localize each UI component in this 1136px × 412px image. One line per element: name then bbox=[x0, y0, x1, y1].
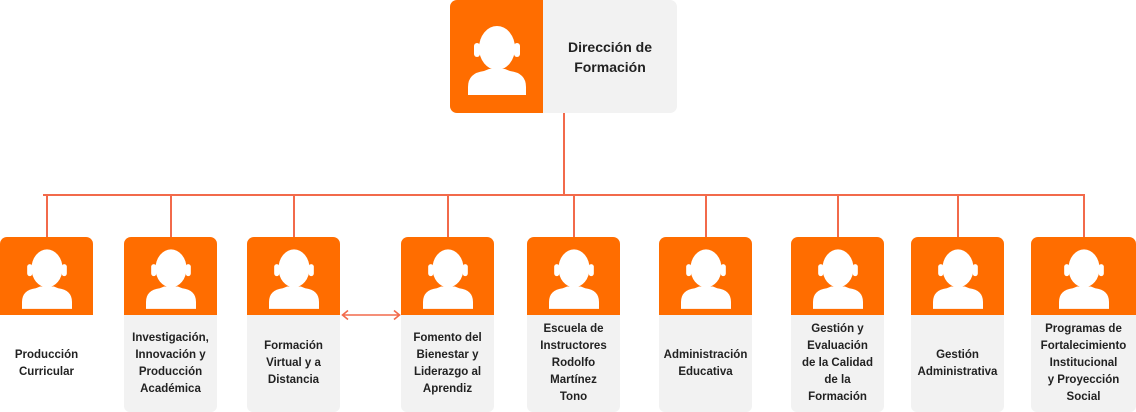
node-label: Fomento del Bienestar y Liderazgo al Apr… bbox=[413, 331, 482, 395]
node-label: Gestión y Evaluación de la Calidad de la… bbox=[802, 323, 873, 403]
person-icon bbox=[680, 249, 731, 309]
person-icon bbox=[468, 26, 526, 95]
person-icon bbox=[21, 249, 72, 309]
drop-connector bbox=[446, 194, 449, 237]
node-label: Gestión Administrativa bbox=[917, 348, 998, 378]
root-connector bbox=[563, 113, 565, 195]
node-label: Programas de Fortalecimiento Institucion… bbox=[1040, 323, 1127, 403]
drop-connector bbox=[169, 194, 172, 237]
node-label: Escuela de Instructores Rodolfo Martínez… bbox=[540, 323, 607, 403]
drop-connector bbox=[956, 194, 959, 237]
node-label: Producción Curricular bbox=[14, 348, 79, 378]
person-icon bbox=[422, 249, 473, 309]
node-label-box bbox=[659, 315, 752, 412]
node-label-box bbox=[247, 315, 340, 412]
drop-connector bbox=[572, 194, 575, 237]
root-icon-box bbox=[450, 0, 543, 113]
drop-connector bbox=[45, 194, 48, 237]
node-label-box bbox=[527, 315, 620, 412]
person-icon bbox=[268, 249, 319, 309]
person-icon bbox=[812, 249, 863, 309]
node-label: Formación Virtual y a Distancia bbox=[264, 340, 323, 386]
node-label-box bbox=[124, 315, 217, 412]
drop-connector bbox=[292, 194, 295, 237]
horizontal-connector bbox=[43, 194, 1083, 196]
node-label: Investigación, Innovación y Producción A… bbox=[132, 331, 209, 395]
root-title: Dirección de Formación bbox=[567, 38, 653, 75]
root-node-direccion-de-formacion[interactable]: Dirección de Formación bbox=[450, 0, 677, 113]
person-icon bbox=[145, 249, 196, 309]
drop-connector bbox=[836, 194, 839, 237]
person-icon bbox=[548, 249, 599, 309]
node-label-box bbox=[401, 315, 494, 412]
node-label-box bbox=[1031, 315, 1136, 412]
person-icon bbox=[1058, 249, 1109, 309]
person-icon bbox=[932, 249, 983, 309]
double-arrow-icon bbox=[341, 309, 401, 321]
node-label: Administración Educativa bbox=[663, 348, 748, 378]
node-label-box bbox=[791, 315, 884, 412]
drop-connector bbox=[704, 194, 707, 237]
node-label-box bbox=[911, 315, 1004, 412]
drop-connector bbox=[1082, 194, 1085, 237]
